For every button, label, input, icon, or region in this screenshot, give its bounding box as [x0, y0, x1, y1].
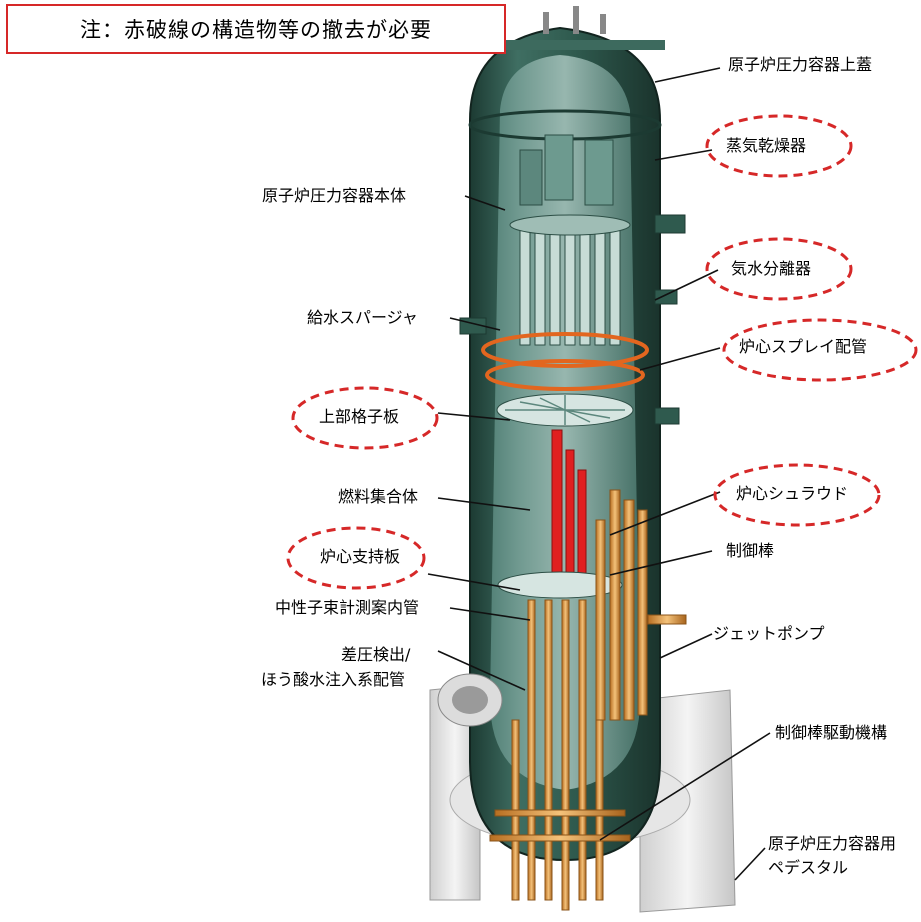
- note-box: 注：赤破線の構造物等の撤去が必要: [6, 4, 506, 54]
- lower-piping: [489, 599, 631, 911]
- label-crd: 制御棒駆動機構: [775, 723, 888, 742]
- label-pedestal-1: 原子炉圧力容器用: [768, 834, 897, 853]
- label-steam-separator: 気水分離器: [731, 259, 812, 278]
- steam-dryer: [519, 134, 614, 206]
- marker-top-guide: [291, 386, 439, 450]
- label-dp-line-1: 差圧検出/: [341, 645, 411, 664]
- marker-core-support-plate: [286, 526, 426, 590]
- spray-rings: [481, 332, 649, 391]
- label-jet-pump: ジェットポンプ: [713, 624, 825, 643]
- label-control-rod: 制御棒: [726, 541, 775, 560]
- label-top-guide: 上部格子板: [319, 407, 400, 426]
- note-text: 注：赤破線の構造物等の撤去が必要: [80, 18, 432, 42]
- label-vessel-body: 原子炉圧力容器本体: [262, 186, 407, 205]
- label-core-spray-piping: 炉心スプレイ配管: [739, 337, 868, 356]
- label-core-support-plate: 炉心支持板: [320, 547, 401, 566]
- steam-separators: [509, 214, 631, 346]
- marker-steam-separator: [705, 237, 853, 301]
- label-steam-dryer: 蒸気乾燥器: [726, 136, 807, 155]
- label-fuel-assembly: 燃料集合体: [338, 487, 419, 506]
- label-dp-line-2: ほう酸水注入系配管: [261, 670, 406, 689]
- core-support-plate: [497, 571, 623, 599]
- removal-markers: [286, 114, 918, 590]
- marker-core-shroud: [713, 463, 881, 527]
- marker-steam-dryer: [705, 114, 853, 178]
- label-incore-guide-tube: 中性子束計測案内管: [275, 598, 420, 617]
- label-pedestal-2: ペデスタル: [768, 858, 849, 877]
- top-guide: [496, 393, 634, 427]
- label-feedwater-sparger: 給水スパージャ: [307, 308, 418, 327]
- label-upper-head: 原子炉圧力容器上蓋: [728, 55, 873, 74]
- marker-core-spray: [722, 318, 918, 382]
- jet-pumps: [595, 489, 687, 721]
- leader-lines: [427, 67, 771, 881]
- label-core-shroud: 炉心シュラウド: [736, 484, 849, 503]
